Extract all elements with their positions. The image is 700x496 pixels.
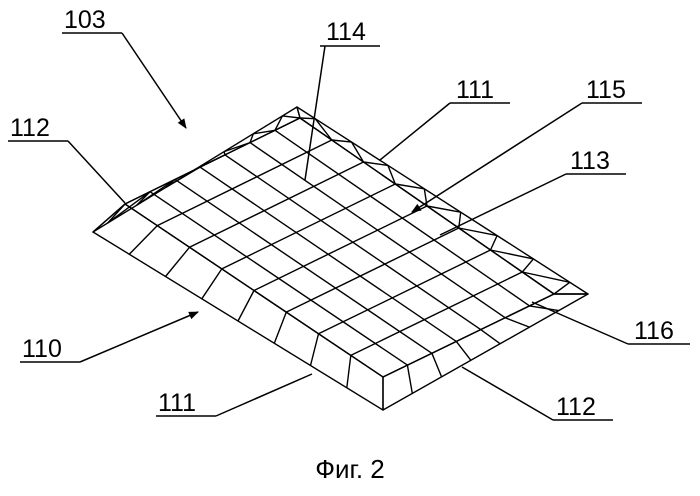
label-112-bottom: 112	[556, 393, 596, 421]
side-rib	[407, 365, 412, 393]
label-112-left: 112	[10, 114, 50, 142]
label-115: 115	[586, 76, 626, 104]
side-rib	[166, 247, 190, 276]
label-114: 114	[326, 18, 366, 46]
back-right-side	[297, 107, 588, 294]
side-rib	[311, 334, 319, 366]
structure-drawing	[93, 107, 588, 410]
side-rib	[505, 318, 529, 327]
truss-member	[108, 192, 150, 223]
reference-numerals: 103 114 111 115 112 113 116 110 111 112	[10, 6, 674, 421]
label-110: 110	[22, 335, 62, 363]
grid-line	[319, 250, 491, 334]
truss-member	[137, 179, 175, 205]
truss-member	[300, 118, 315, 119]
grid-line	[222, 184, 395, 269]
grid-line	[157, 140, 331, 226]
label-116: 116	[634, 317, 674, 345]
front-left-side	[93, 204, 383, 410]
truss-member	[315, 119, 332, 140]
truss-member	[491, 236, 498, 250]
label-103: 103	[64, 6, 106, 34]
side-rib	[347, 355, 351, 387]
figure-caption: Фиг. 2	[315, 454, 385, 484]
grid-line	[190, 162, 364, 247]
grid-line	[351, 272, 523, 355]
side-rib	[456, 341, 471, 360]
grid-line	[254, 206, 427, 291]
truss-member	[554, 282, 570, 294]
side-rib	[481, 330, 500, 344]
grid-line	[286, 228, 459, 312]
label-111-top: 111	[456, 76, 494, 104]
side-rib	[238, 291, 254, 322]
side-rib	[202, 269, 222, 299]
label-111-bottom: 111	[158, 389, 196, 417]
label-113: 113	[570, 147, 610, 175]
truss-member	[282, 116, 300, 118]
side-rib	[129, 226, 157, 255]
side-rib	[274, 312, 286, 343]
truss-member	[522, 259, 533, 272]
side-rib	[432, 353, 442, 377]
top-face	[125, 118, 554, 377]
